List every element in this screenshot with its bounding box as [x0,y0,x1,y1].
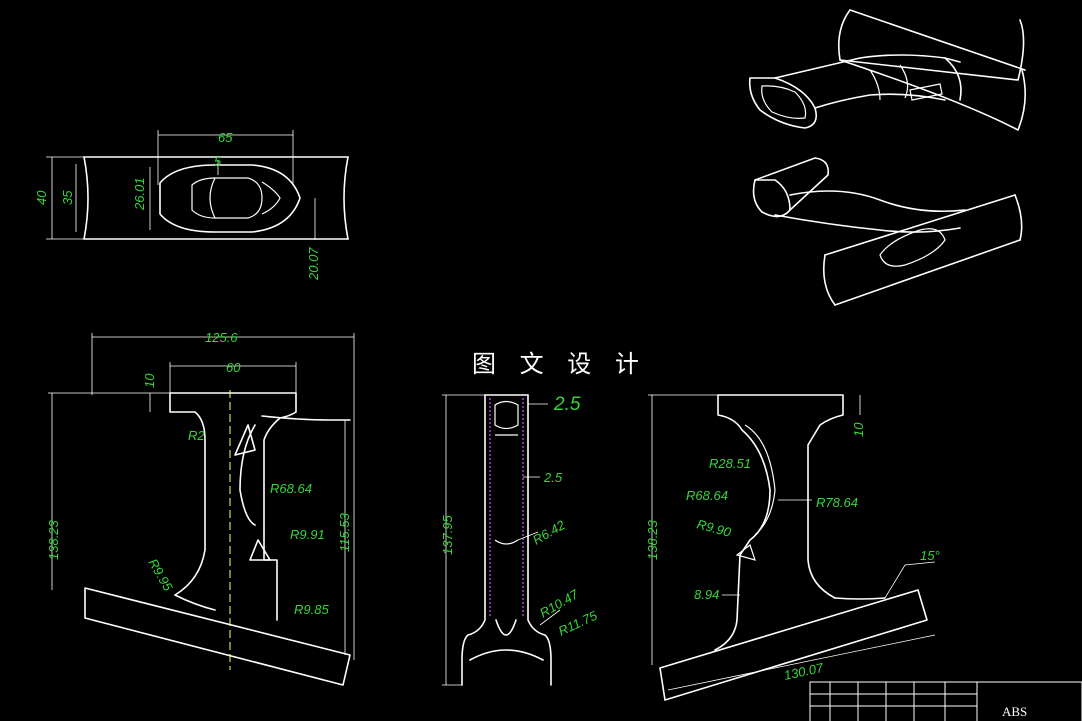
dim-r9-95: R9.95 [145,556,176,594]
dim-r78-64: R78.64 [816,495,858,510]
isometric-view-bottom [752,157,1023,306]
dim-2-5-top: 2.5 [553,394,581,415]
dim-r11-75: R11.75 [556,607,600,638]
dim-130-07: 130.07 [783,660,826,683]
dim-10: 10 [142,373,157,388]
dim-r68-64-side: R68.64 [686,488,728,503]
section-view: 2.5 2.5 137.95 R6.42 R10.47 R11.75 [440,394,600,686]
dim-35: 35 [60,190,75,205]
dim-8-94: 8.94 [694,587,719,602]
top-view: 65 40 35 26.01 20.07 5 [34,130,349,281]
dim-r9-85: R9.85 [294,602,329,617]
dim-20-07: 20.07 [306,247,321,281]
dim-138-23: 138.23 [46,519,61,560]
dim-40: 40 [34,190,49,205]
dim-60: 60 [226,360,241,375]
side-view: 10 R28.51 R68.64 R78.64 R9.90 8.94 138.2… [645,394,940,701]
dim-r6-42: R6.42 [530,517,568,548]
dim-137-95: 137.95 [440,514,455,555]
dim-r9-90: R9.90 [695,516,733,540]
watermark-text: 图 文 设 计 [472,350,647,378]
title-block: ABS [809,681,1082,721]
isometric-view-top [748,9,1026,131]
dim-5: 5 [214,154,222,169]
material-label: ABS [1002,704,1027,719]
dim-138-23-side: 138.23 [645,519,660,560]
dim-15-deg: 15° [920,548,940,563]
dim-r9-91: R9.91 [290,527,325,542]
dim-2-5: 2.5 [543,470,563,485]
dim-26-01: 26.01 [132,177,147,211]
dim-65: 65 [218,130,233,145]
dim-115-53: 115.53 [337,512,352,552]
front-view: 125.6 60 10 R2 R68.64 R9.91 R9.95 R9.85 … [46,330,355,686]
dim-r28-51: R28.51 [709,456,751,471]
dim-125-6: 125.6 [205,330,238,345]
dim-r2: R2 [188,428,205,443]
dim-r68-64: R68.64 [270,481,312,496]
dim-10-side: 10 [851,422,866,437]
